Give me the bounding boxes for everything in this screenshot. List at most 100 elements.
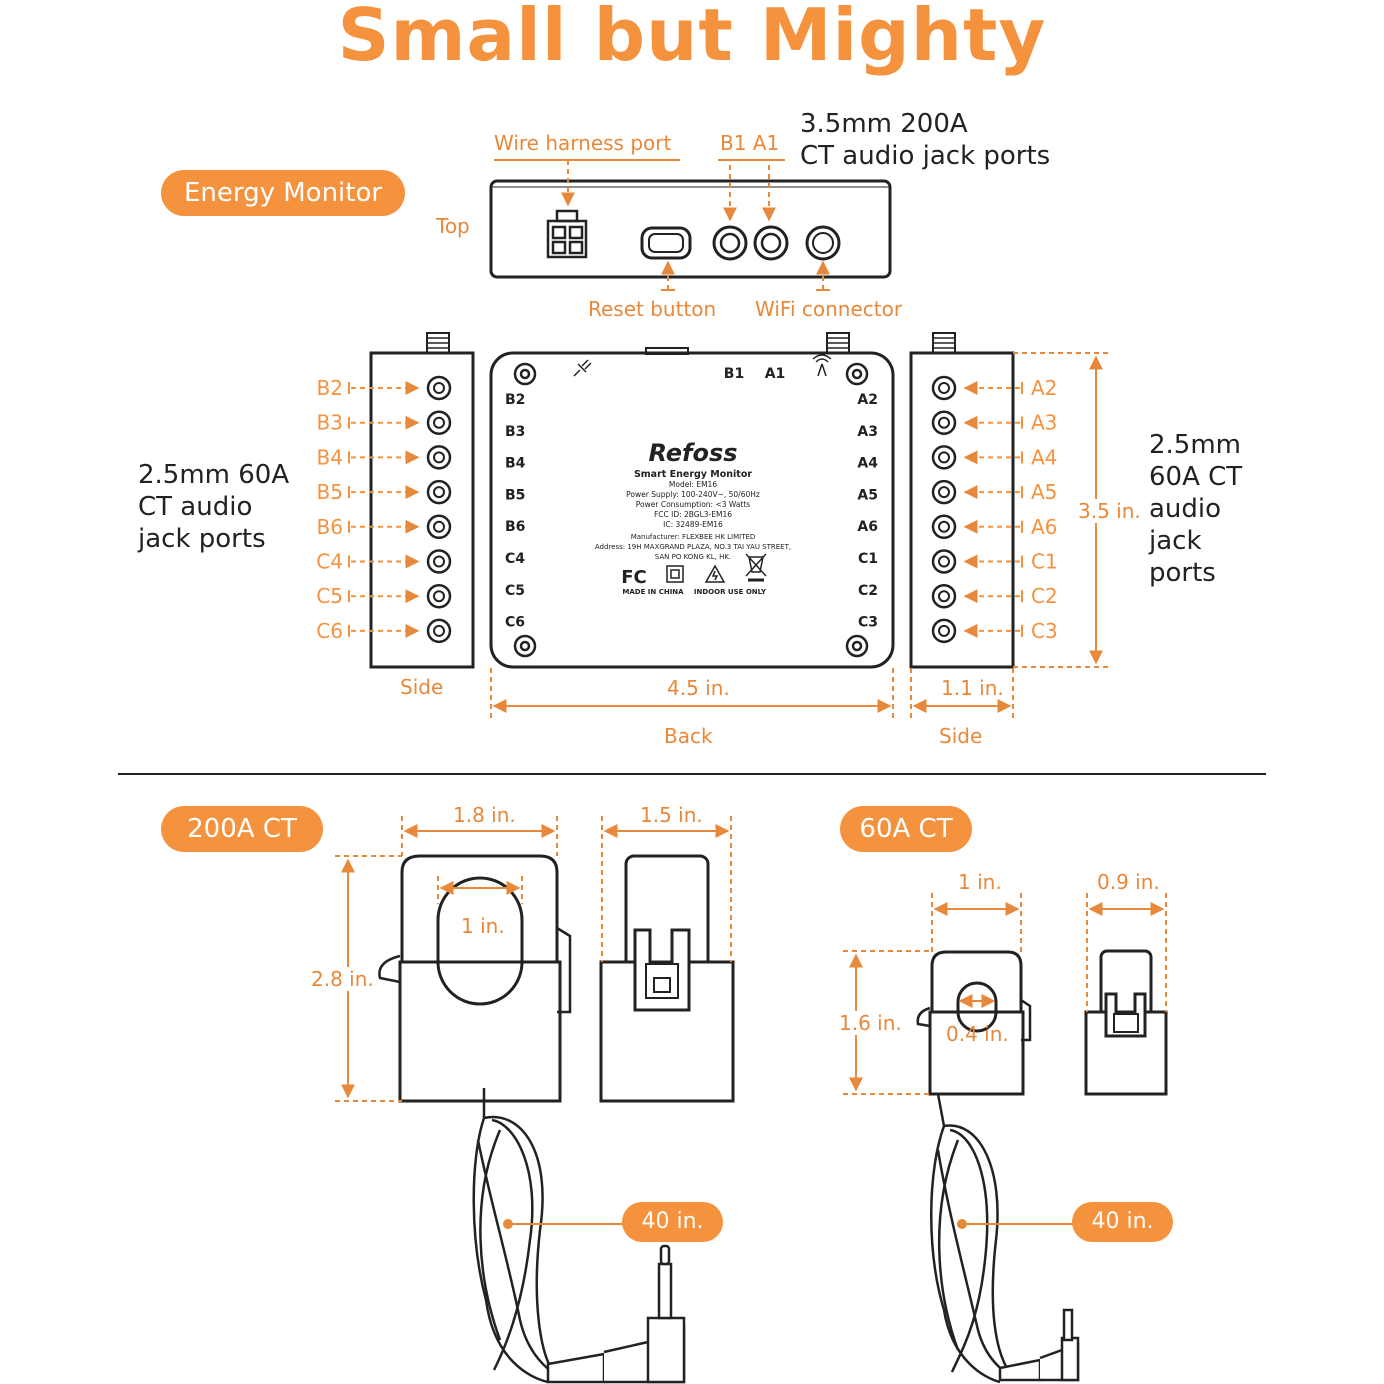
product-consumption: Power Consumption: <3 Watts — [636, 500, 750, 509]
ct-200a-cable-length: 40 in. — [622, 1202, 723, 1242]
left-port-label: B4 — [317, 445, 343, 469]
jack-b3-left-icon — [426, 410, 452, 435]
product-sticker: Refoss Smart Energy Monitor Model: EM16 … — [595, 439, 791, 596]
jack-c2-right-icon — [931, 583, 957, 609]
jack-b4-left-icon — [426, 445, 452, 470]
right-side-jacks — [931, 375, 957, 644]
left-port-label: C4 — [316, 550, 343, 574]
right-port-label: A4 — [1031, 445, 1057, 469]
back-left-port-label: B2 — [505, 392, 525, 408]
ct-200a-cable — [472, 1088, 686, 1384]
ct-60a-opening: 0.4 in. — [946, 1022, 1009, 1046]
jack-b2-left-icon — [426, 375, 452, 401]
wifi-connector-label: WiFi connector — [755, 297, 903, 321]
ports-200a-line-2: CT audio jack ports — [800, 141, 1051, 171]
back-left-port-label: B5 — [505, 487, 525, 503]
wifi-connector-icon — [805, 225, 841, 261]
right-ports-line-3: audio — [1149, 494, 1222, 524]
ct-200a-side-width: 1.5 in. — [640, 803, 703, 827]
jack-b6-left-icon — [426, 514, 452, 540]
jack-a5-right-icon — [931, 479, 957, 505]
right-port-label: C2 — [1031, 584, 1058, 608]
ct-200a-badge: 200A CT — [161, 806, 323, 852]
back-left-port-label: B4 — [505, 456, 526, 472]
right-port-label: C1 — [1031, 550, 1058, 574]
left-port-label: B2 — [317, 376, 343, 400]
right-ports-line-1: 2.5mm — [1149, 430, 1242, 460]
plug-icon — [573, 359, 592, 377]
back-left-port-label: C5 — [505, 583, 525, 599]
left-ports-line-3: jack ports — [138, 524, 266, 554]
ct-60a-front-width: 1 in. — [958, 870, 1002, 894]
back-view-device — [489, 332, 895, 669]
back-top-a1-label: A1 — [765, 366, 786, 382]
dim-width-label: 4.5 in. — [667, 676, 730, 700]
right-ports-line-4: jack — [1149, 526, 1202, 556]
reset-button-icon — [640, 226, 692, 260]
back-top-b1-label: B1 — [724, 366, 744, 382]
wifi-antenna-icon — [812, 354, 832, 377]
ct-60a-cable — [930, 1093, 1080, 1384]
ct-60a-height: 1.6 in. — [839, 1011, 902, 1035]
jack-c1-right-icon — [931, 549, 957, 574]
dimension-lines-200a — [335, 816, 732, 1229]
energy-monitor-badge: Energy Monitor — [161, 170, 405, 216]
left-port-label: B6 — [317, 515, 343, 539]
back-left-port-label: C4 — [505, 551, 525, 567]
corner-screw-icons — [513, 362, 869, 658]
ct-200a-opening: 1 in. — [461, 914, 505, 938]
indoor-label: INDOOR USE ONLY — [694, 588, 767, 596]
product-address-1: Address: 19H MAXGRAND PLAZA, NO.3 TAI YA… — [595, 543, 791, 551]
dim-depth-label: 1.1 in. — [941, 676, 1004, 700]
back-right-port-label: A4 — [857, 456, 878, 472]
left-port-label: B5 — [317, 480, 343, 504]
dimension-lines-top — [490, 352, 1108, 718]
ct-60a-front — [916, 950, 1032, 1096]
right-ports-line-2: 60A CT — [1149, 462, 1243, 492]
side-label-left: Side — [400, 675, 444, 699]
product-model: Model: EM16 — [669, 480, 717, 489]
ct-200a-front-width: 1.8 in. — [453, 803, 516, 827]
product-fcc: FCC ID: 2BGL3-EM16 — [654, 510, 732, 519]
ct-60a-side — [1084, 949, 1168, 1096]
jack-a4-right-icon — [931, 445, 957, 470]
reset-button-label: Reset button — [588, 297, 717, 321]
back-right-port-label: A3 — [857, 424, 878, 440]
left-ports-line-1: 2.5mm 60A — [138, 460, 290, 490]
back-right-port-label: A5 — [857, 487, 878, 503]
jack-c5-left-icon — [426, 583, 452, 609]
side-label-right: Side — [939, 724, 983, 748]
back-right-port-label: C3 — [858, 615, 878, 631]
b1a1-label: B1 A1 — [720, 131, 780, 155]
product-manufacturer: Manufacturer: FLEXBEE HK LIMITED — [631, 533, 756, 541]
right-side-device — [909, 332, 1015, 669]
back-left-port-label: C6 — [505, 615, 525, 631]
top-view-leaders — [494, 159, 830, 291]
fc-mark: FC — [621, 567, 647, 588]
top-view-label: Top — [436, 214, 470, 238]
right-port-label: A6 — [1031, 515, 1057, 539]
left-side-jacks — [426, 375, 452, 644]
ct-60a-side-width: 0.9 in. — [1097, 870, 1160, 894]
ports-200a-line-1: 3.5mm 200A — [800, 109, 968, 139]
brand-logo: Refoss — [648, 439, 737, 467]
product-supply: Power Supply: 100-240V~, 50/60Hz — [626, 490, 760, 499]
left-side-device — [369, 332, 475, 669]
right-ports-line-5: ports — [1149, 558, 1216, 588]
page-title: Small but Mighty — [337, 0, 1047, 77]
back-right-port-label: A6 — [857, 519, 878, 535]
jack-a3-right-icon — [931, 410, 957, 435]
ct-200a-height: 2.8 in. — [311, 967, 374, 991]
left-port-label: C6 — [316, 619, 343, 643]
jack-a6-right-icon — [931, 514, 957, 540]
ct-60a-badge: 60A CT — [840, 806, 972, 852]
jack-a1-icon — [753, 225, 789, 261]
left-ports-line-2: CT audio — [138, 492, 253, 522]
jack-c4-left-icon — [426, 549, 452, 574]
made-in-label: MADE IN CHINA — [622, 588, 684, 596]
back-right-port-label: C1 — [858, 551, 878, 567]
jack-b5-left-icon — [426, 479, 452, 505]
